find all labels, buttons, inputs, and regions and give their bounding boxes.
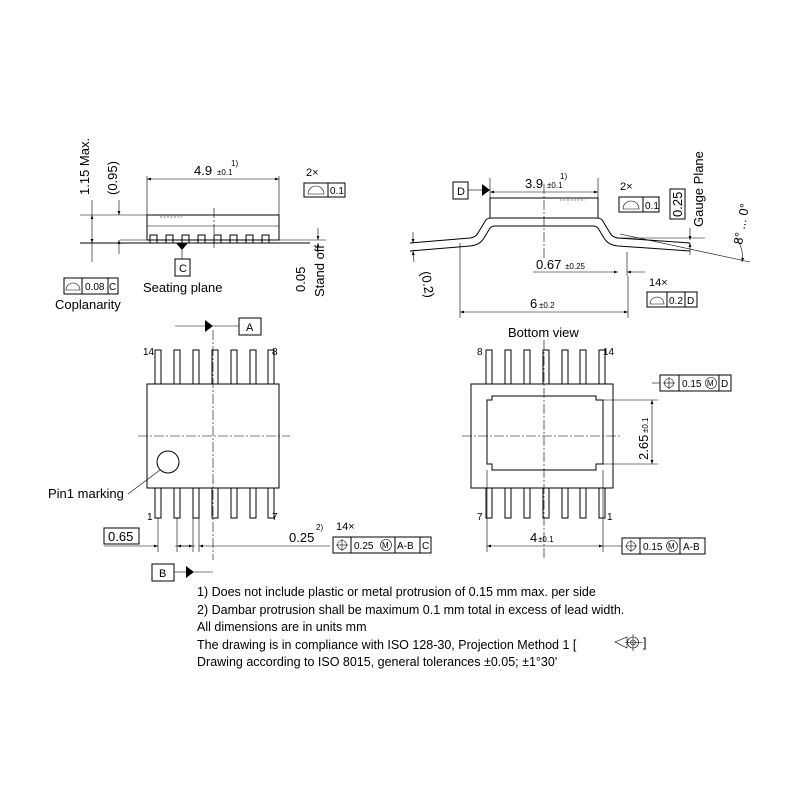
- pos-bottom-value: 0.15: [643, 542, 663, 553]
- pos-bottom-mmc: M: [668, 542, 675, 551]
- top-leads-upper: [154, 349, 275, 385]
- lead-width-note-ref: 2): [316, 523, 323, 532]
- bottom-view: Bottom view 8 14 7 1: [462, 325, 732, 560]
- pad-width-tol: ±0.1: [538, 535, 554, 544]
- profile-datum: D: [687, 296, 694, 307]
- width-tol: ±0.1: [547, 181, 563, 190]
- mmc-icon: [380, 539, 392, 551]
- bottom-pin-8-label: 8: [477, 347, 483, 358]
- pin-1-label: 1: [147, 512, 153, 523]
- width-note-ref: 1): [560, 172, 567, 181]
- pin-14-label: 14: [143, 347, 155, 358]
- coplanarity-datum: C: [109, 282, 116, 293]
- pitch-value: 0.65: [108, 529, 133, 544]
- pin1-marker: [156, 450, 180, 474]
- pos-top-value: 0.15: [682, 379, 702, 390]
- profile-value: 0.2: [669, 296, 683, 307]
- datum-d-label: D: [457, 186, 465, 198]
- lead-width-value: 0.25: [289, 530, 314, 545]
- notes-block: 1) Does not include plastic or metal pro…: [197, 584, 757, 672]
- body-height-label: (0.95): [105, 161, 120, 195]
- pos-count: 14×: [336, 521, 355, 533]
- top-leads-lower: [154, 487, 275, 519]
- pos-mmc: M: [382, 541, 389, 550]
- coplanarity-label: Coplanarity: [55, 297, 121, 312]
- mmc-icon: [705, 377, 717, 389]
- pos-top-datum: D: [721, 379, 728, 390]
- bottom-view-title: Bottom view: [508, 325, 579, 340]
- flatness-icon: [622, 200, 640, 210]
- span-value: 6: [530, 296, 537, 311]
- pos-value: 0.25: [354, 541, 374, 552]
- pin1-marking-label: Pin1 marking: [48, 486, 124, 501]
- top-view: Pin1 marking 14 8 1 7 A B 0.65 0.25 2): [48, 317, 432, 582]
- pos-datums: A-B: [397, 541, 414, 552]
- width-value: 3.9: [525, 176, 543, 191]
- flatness-icon: [307, 185, 325, 195]
- mmc-icon: [666, 540, 678, 552]
- projection-method-icon: ]: [614, 634, 646, 651]
- side-flatness-count: 2×: [306, 167, 319, 179]
- bottom-pin-1-label: 1: [607, 512, 613, 523]
- note-3: All dimensions are in units mm: [197, 620, 367, 634]
- angle-label: 8° ... 0°: [731, 202, 752, 245]
- bottom-leads-upper: [485, 349, 606, 385]
- pad-height-value: 2.65: [636, 435, 651, 460]
- span-tol: ±0.2: [539, 301, 555, 310]
- pad-width-value: 4: [530, 530, 537, 545]
- pos-bottom-datums: A-B: [683, 542, 700, 553]
- pad-height-tol: ±0.1: [641, 417, 650, 433]
- note-5: Drawing according to ISO 8015, general t…: [197, 655, 558, 669]
- coplanarity-value: 0.08: [85, 282, 105, 293]
- bottom-pin-7-label: 7: [477, 512, 483, 523]
- pin-8-label: 8: [272, 347, 278, 358]
- side-leads: [149, 234, 270, 244]
- coplanarity-icon: [65, 282, 81, 291]
- gauge-label: Gauge Plane: [691, 151, 706, 227]
- length-tol: ±0.1: [217, 168, 233, 177]
- foot-value: 0.67: [536, 257, 561, 272]
- exposed-pad: [486, 395, 604, 471]
- side-view: 4.9 ±0.1 1) 2× 0.1 1.15 Max. (0.95) C Se…: [55, 138, 346, 312]
- note-4: The drawing is in compliance with ISO 12…: [197, 637, 577, 652]
- bottom-leads-lower: [485, 487, 606, 519]
- note-1: 1) Does not include plastic or metal pro…: [197, 585, 596, 599]
- end-leads: [409, 217, 691, 252]
- pin-7-label: 7: [272, 512, 278, 523]
- gauge-value: 0.25: [670, 192, 685, 217]
- max-height-label: 1.15 Max.: [77, 138, 92, 195]
- bottom-pin-14-label: 14: [603, 347, 615, 358]
- foot-tol: ±0.25: [565, 262, 586, 271]
- datum-b-label: B: [159, 568, 166, 580]
- projection-close: ]: [643, 636, 646, 650]
- note-2: 2) Dambar protrusion shall be maximum 0.…: [197, 602, 625, 617]
- side-body: [146, 214, 280, 241]
- profile-count: 14×: [649, 277, 668, 289]
- standoff-label: Stand off: [312, 245, 327, 297]
- side-flatness-value: 0.1: [330, 186, 344, 197]
- pos-top-mmc: M: [707, 379, 714, 388]
- end-view: D 3.9 ±0.1 1) 2× 0.1 0.25 Gauge Plane 8°…: [409, 151, 752, 318]
- lead-thickness-label: (0.2): [418, 270, 437, 299]
- datum-c-label: C: [179, 263, 187, 275]
- profile-icon: [649, 296, 665, 305]
- length-value: 4.9: [194, 163, 212, 178]
- length-note-ref: 1): [231, 159, 238, 168]
- seating-plane-label: Seating plane: [143, 280, 223, 295]
- end-flatness-value: 0.1: [645, 201, 659, 212]
- datum-a-label: A: [246, 322, 254, 334]
- pos-datum-c: C: [422, 541, 429, 552]
- end-flatness-count: 2×: [620, 181, 633, 193]
- standoff-value: 0.05: [293, 267, 308, 292]
